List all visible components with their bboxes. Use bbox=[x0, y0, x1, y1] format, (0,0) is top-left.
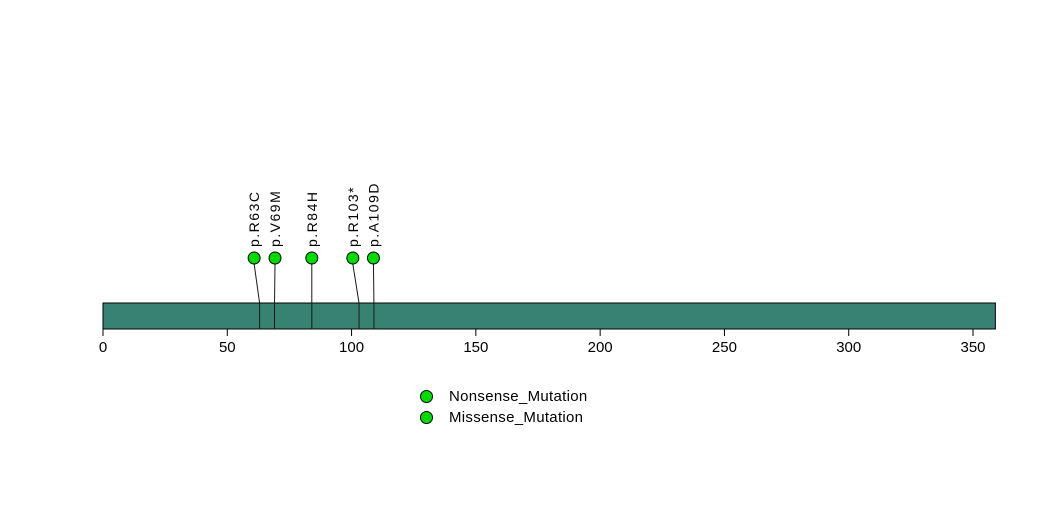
axis-tick-label: 250 bbox=[712, 339, 737, 356]
legend-label: Missense_Mutation bbox=[449, 409, 584, 426]
mutation-label: p.R63C bbox=[246, 191, 262, 247]
mutation-point bbox=[346, 251, 360, 265]
protein-backbone-bar bbox=[102, 302, 996, 330]
legend-item-missense-mutation: Missense_Mutation bbox=[420, 407, 588, 428]
axis-tick-label: 0 bbox=[99, 339, 107, 356]
mutation-point bbox=[247, 251, 261, 265]
mutation-stem bbox=[253, 263, 261, 329]
mutation-label: p.V69M bbox=[267, 190, 283, 247]
legend-item-nonsense-mutation: Nonsense_Mutation bbox=[420, 386, 588, 407]
axis-tick-label: 100 bbox=[339, 339, 364, 356]
axis-tick-label: 50 bbox=[219, 339, 236, 356]
mutation-point bbox=[268, 251, 282, 265]
legend-label: Nonsense_Mutation bbox=[449, 388, 588, 405]
axis-tick-label: 300 bbox=[836, 339, 861, 356]
mutation-label: p.R103* bbox=[345, 186, 361, 247]
axis-tick-label: 150 bbox=[463, 339, 488, 356]
mutation-point bbox=[366, 251, 380, 265]
mutation-label: p.A109D bbox=[365, 182, 381, 247]
missense-mutation-marker-icon bbox=[420, 411, 433, 424]
axis-tick-label: 200 bbox=[588, 339, 613, 356]
mutation-point bbox=[305, 251, 319, 265]
legend: Nonsense_Mutation Missense_Mutation bbox=[420, 386, 588, 428]
axis-tick-label: 350 bbox=[960, 339, 985, 356]
mutation-stem bbox=[352, 263, 360, 329]
mutation-label: p.R84H bbox=[304, 191, 320, 247]
nonsense-mutation-marker-icon bbox=[420, 390, 433, 403]
